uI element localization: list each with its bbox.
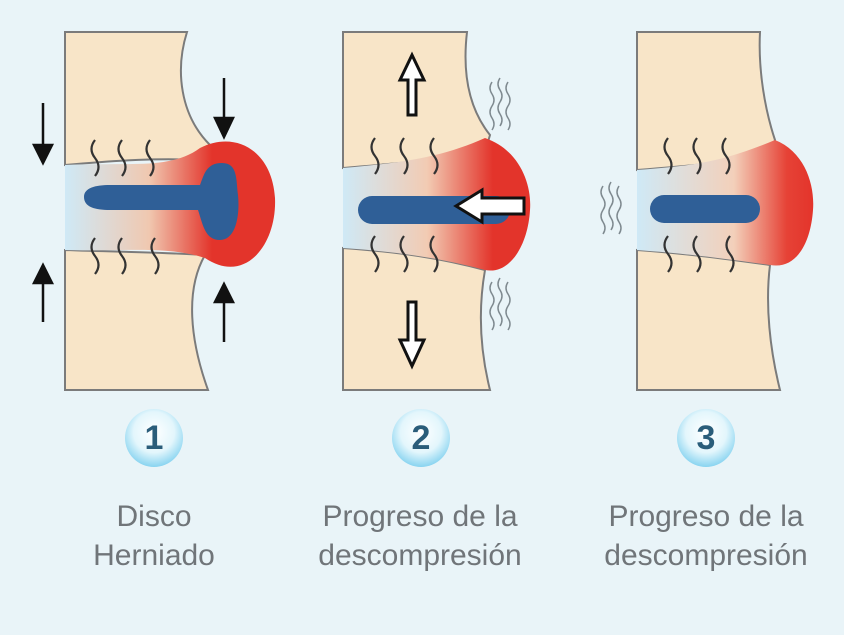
step-2-caption-line1: Progreso de la <box>322 500 518 533</box>
step-1-caption-line2: Herniado <box>93 539 215 572</box>
nucleus <box>84 163 239 240</box>
lower-vertebra <box>636 248 782 391</box>
step-1-number: 1 <box>144 418 164 457</box>
panel-3-illustration <box>600 31 814 391</box>
step-2-caption-line2: descompresión <box>318 539 522 572</box>
nerve-squiggles <box>370 137 439 273</box>
panel-1-illustration <box>31 31 276 391</box>
traction-arrow-icon <box>397 51 526 370</box>
compression-arrow-icon <box>31 78 236 342</box>
step-2-number: 2 <box>411 418 431 457</box>
step-1-caption: Disco Herniado <box>24 497 284 575</box>
lower-vertebra <box>64 248 210 391</box>
nerve-squiggles <box>90 139 160 275</box>
step-2-caption: Progreso de la descompresión <box>290 497 550 575</box>
step-3-caption: Progreso de la descompresión <box>576 497 836 575</box>
step-1-caption-line1: Disco <box>116 500 192 533</box>
nucleus <box>650 195 760 223</box>
step-1-badge: 1 <box>125 409 183 467</box>
step-2-badge: 2 <box>392 409 450 467</box>
step-3-number: 3 <box>696 418 716 457</box>
vibration-lines-icon <box>489 77 511 331</box>
step-3-caption-line1: Progreso de la <box>608 500 804 533</box>
step-3-caption-line2: descompresión <box>604 539 808 572</box>
nerve-squiggles <box>663 137 735 273</box>
vibration-lines-icon <box>600 181 622 235</box>
upper-vertebra <box>64 31 212 167</box>
panel-2-illustration <box>342 31 531 391</box>
step-3-badge: 3 <box>677 409 735 467</box>
